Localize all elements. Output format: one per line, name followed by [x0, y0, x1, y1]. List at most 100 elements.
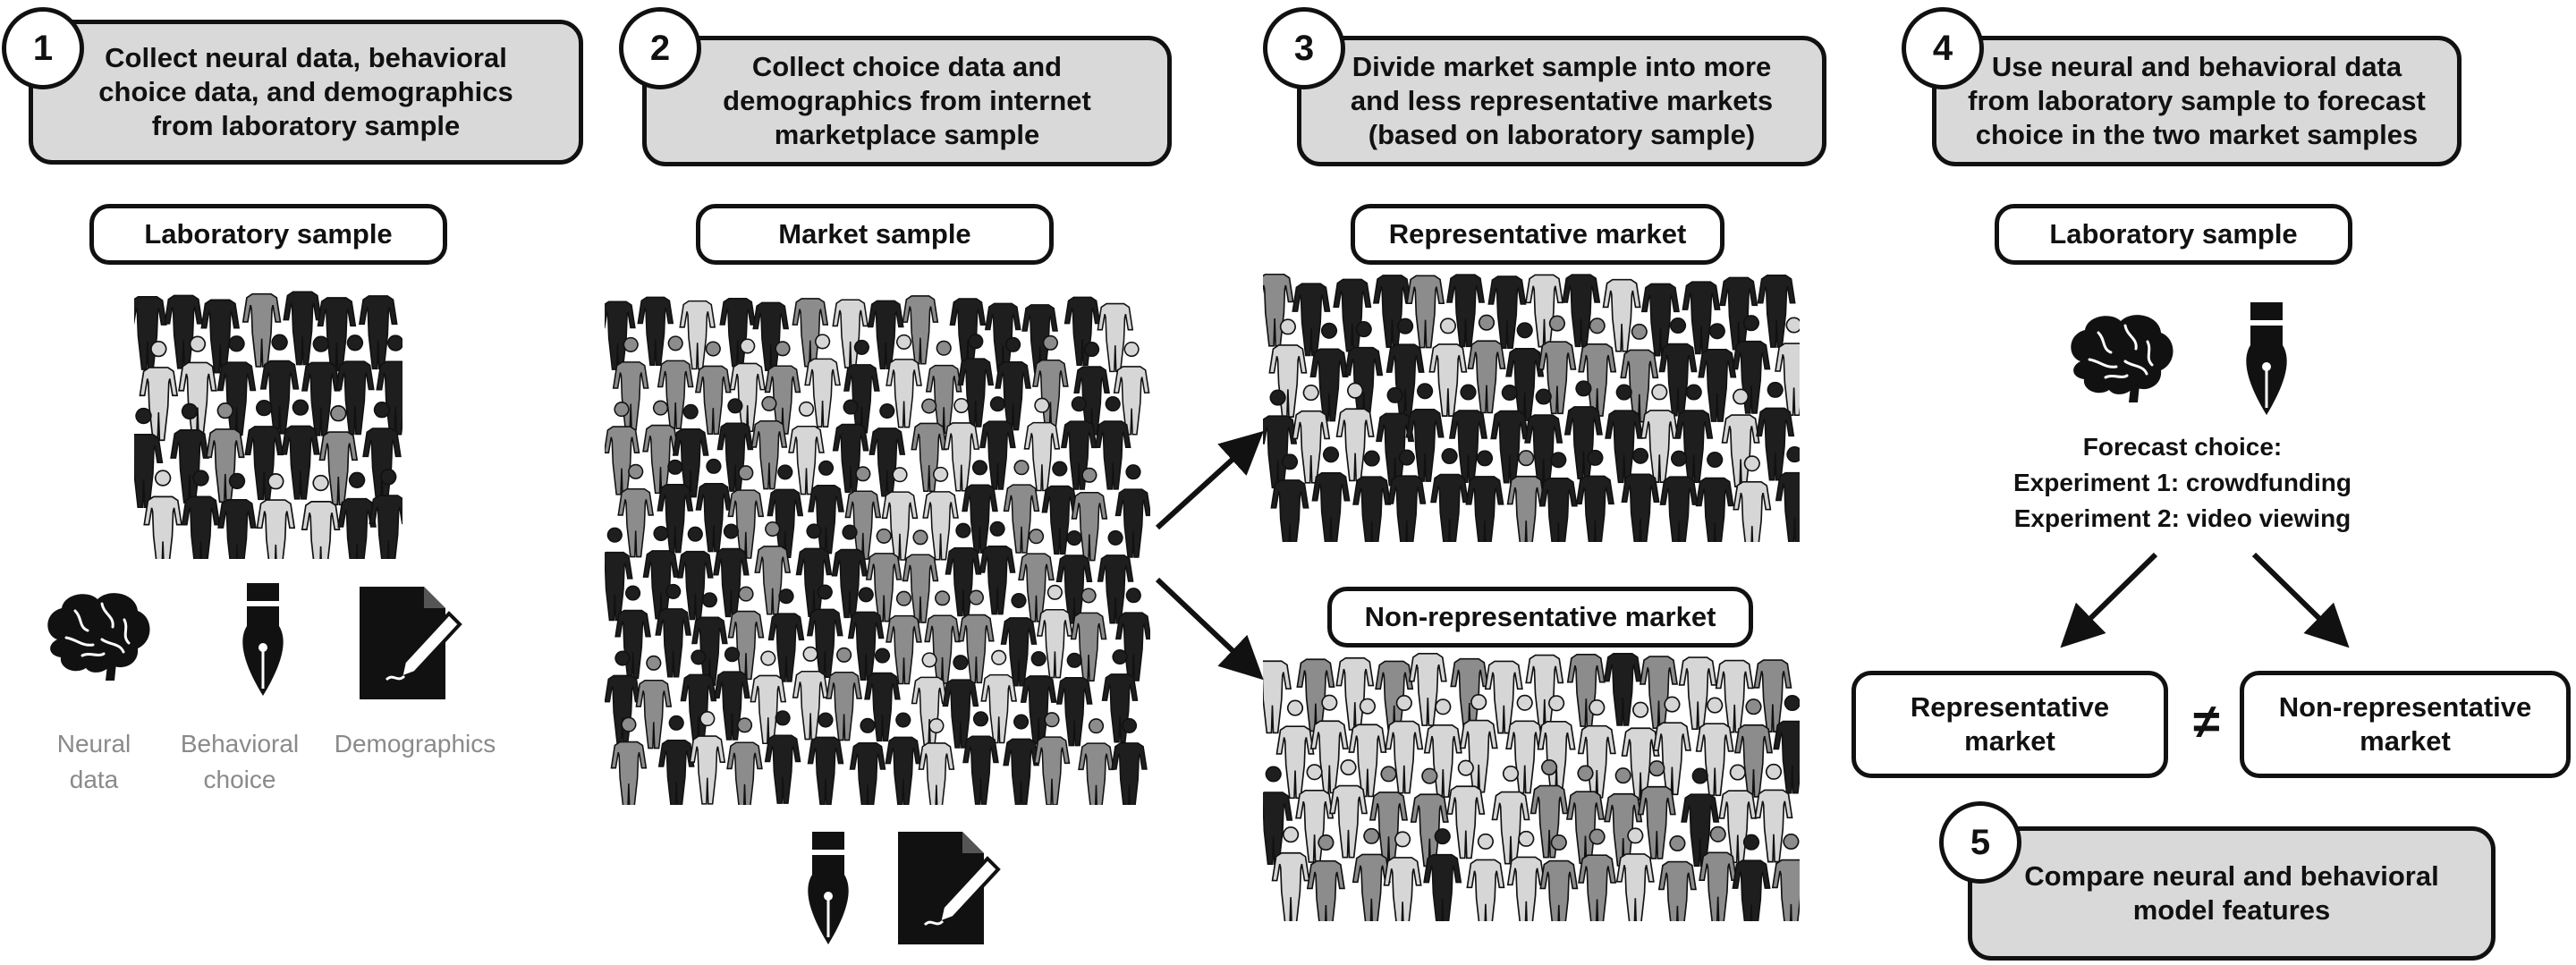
person-figure	[727, 465, 765, 559]
person-figure	[617, 463, 655, 558]
person-figure	[369, 469, 402, 559]
person-figure	[1695, 697, 1734, 797]
person-figure	[962, 460, 998, 554]
person-figure	[1563, 380, 1603, 479]
person-figure	[1003, 460, 1040, 554]
person-figure	[1733, 455, 1772, 542]
step-2-box: Collect choice data and demographics fro…	[642, 36, 1172, 166]
person-figure	[1306, 834, 1345, 921]
arrow-forecast-left	[2060, 552, 2158, 648]
person-figure	[949, 298, 987, 368]
person-figure	[318, 405, 359, 506]
person-figure	[1073, 342, 1110, 436]
step-2-number: 2	[619, 7, 701, 89]
step-4-text: Use neural and behavioral data from labo…	[1968, 51, 2426, 150]
lab-sample-crowd	[134, 291, 402, 559]
person-figure	[1348, 698, 1387, 798]
person-figure	[1309, 694, 1349, 794]
person-figure	[1505, 322, 1545, 421]
lab-sample-label-1: Laboratory sample	[89, 204, 447, 265]
person-figure	[1732, 834, 1771, 921]
person-figure	[1296, 658, 1335, 732]
not-equal-sign: ≠	[2193, 695, 2220, 749]
person-figure	[1021, 304, 1058, 374]
person-figure	[826, 647, 862, 741]
person-figure	[1335, 656, 1375, 731]
person-figure	[217, 472, 257, 559]
person-figure	[1657, 834, 1697, 921]
person-figure	[958, 589, 995, 684]
person-figure	[1114, 588, 1150, 681]
person-figure	[1698, 323, 1737, 422]
person-figure	[1097, 302, 1134, 373]
person-figure	[881, 467, 919, 561]
person-figure	[726, 717, 763, 805]
person-figure	[1682, 281, 1721, 355]
person-figure	[1309, 322, 1349, 422]
step-4-number: 4	[1902, 7, 1984, 89]
behavioral-choice-caption: Behavioral choice	[180, 730, 300, 793]
step-5-text: Compare neural and behavioral model feat…	[2024, 860, 2439, 926]
person-figure	[1385, 694, 1424, 794]
document-pen-icon	[360, 587, 462, 699]
person-figure	[1565, 765, 1606, 865]
person-figure	[1352, 450, 1392, 542]
person-figure	[317, 297, 357, 372]
person-figure	[984, 302, 1021, 372]
person-figure	[1263, 274, 1294, 347]
step-3-box: Divide market sample into more and less …	[1297, 36, 1826, 166]
person-figure	[1311, 446, 1351, 542]
person-figure	[807, 712, 844, 805]
person-figure	[1566, 654, 1606, 727]
step-5-number: 5	[1939, 801, 2021, 884]
person-figure	[1405, 383, 1445, 482]
person-figure	[918, 717, 955, 805]
person-figure	[1539, 834, 1579, 921]
person-figure	[1333, 278, 1372, 352]
person-figure	[301, 335, 341, 436]
step-1-number: 1	[2, 7, 84, 89]
person-figure	[1538, 315, 1577, 415]
person-figure	[1268, 318, 1308, 418]
forecast-experiment-1: Experiment 1: crowdfunding	[2012, 469, 2352, 496]
person-figure	[1428, 317, 1468, 417]
person-figure	[259, 334, 300, 435]
person-figure	[689, 711, 726, 805]
lab-sample-label-4: Laboratory sample	[1995, 204, 2352, 265]
person-figure	[844, 466, 882, 560]
forecast-text: Forecast choice: Experiment 1: crowdfund…	[1950, 429, 2415, 537]
person-figure	[1756, 381, 1795, 481]
person-figure	[1484, 660, 1523, 734]
person-figure	[808, 460, 844, 554]
person-figure	[1410, 767, 1449, 868]
person-figure	[1562, 274, 1601, 348]
step-1-box: Collect neural data, behavioral choice d…	[29, 20, 583, 165]
market-sample-crowd	[605, 295, 1150, 805]
person-figure	[1032, 334, 1069, 429]
person-figure	[1344, 321, 1384, 420]
person-figure	[134, 295, 167, 370]
person-figure	[178, 335, 217, 436]
person-figure	[831, 524, 869, 619]
person-figure	[242, 292, 282, 368]
demographics-caption: Demographics	[334, 730, 496, 758]
person-figure	[205, 402, 245, 504]
person-figure	[729, 338, 767, 433]
person-figure	[655, 583, 692, 678]
step-5-box: Compare neural and behavioral model feat…	[1968, 826, 2496, 961]
person-figure	[764, 710, 801, 804]
person-figure	[657, 459, 694, 554]
arrow-forecast-right	[2251, 552, 2350, 648]
person-figure	[691, 592, 728, 686]
forecast-title: Forecast choice:	[2082, 433, 2283, 461]
person-figure	[847, 587, 885, 681]
person-figure	[1732, 315, 1771, 414]
person-figure	[849, 717, 886, 805]
step-4-box: Use neural and behavioral data from labo…	[1932, 36, 2462, 166]
person-figure	[337, 471, 377, 559]
person-figure	[1295, 764, 1335, 863]
person-figure	[716, 398, 754, 492]
person-figure	[865, 528, 902, 622]
person-figure	[1621, 447, 1660, 542]
person-figure	[1292, 283, 1331, 357]
